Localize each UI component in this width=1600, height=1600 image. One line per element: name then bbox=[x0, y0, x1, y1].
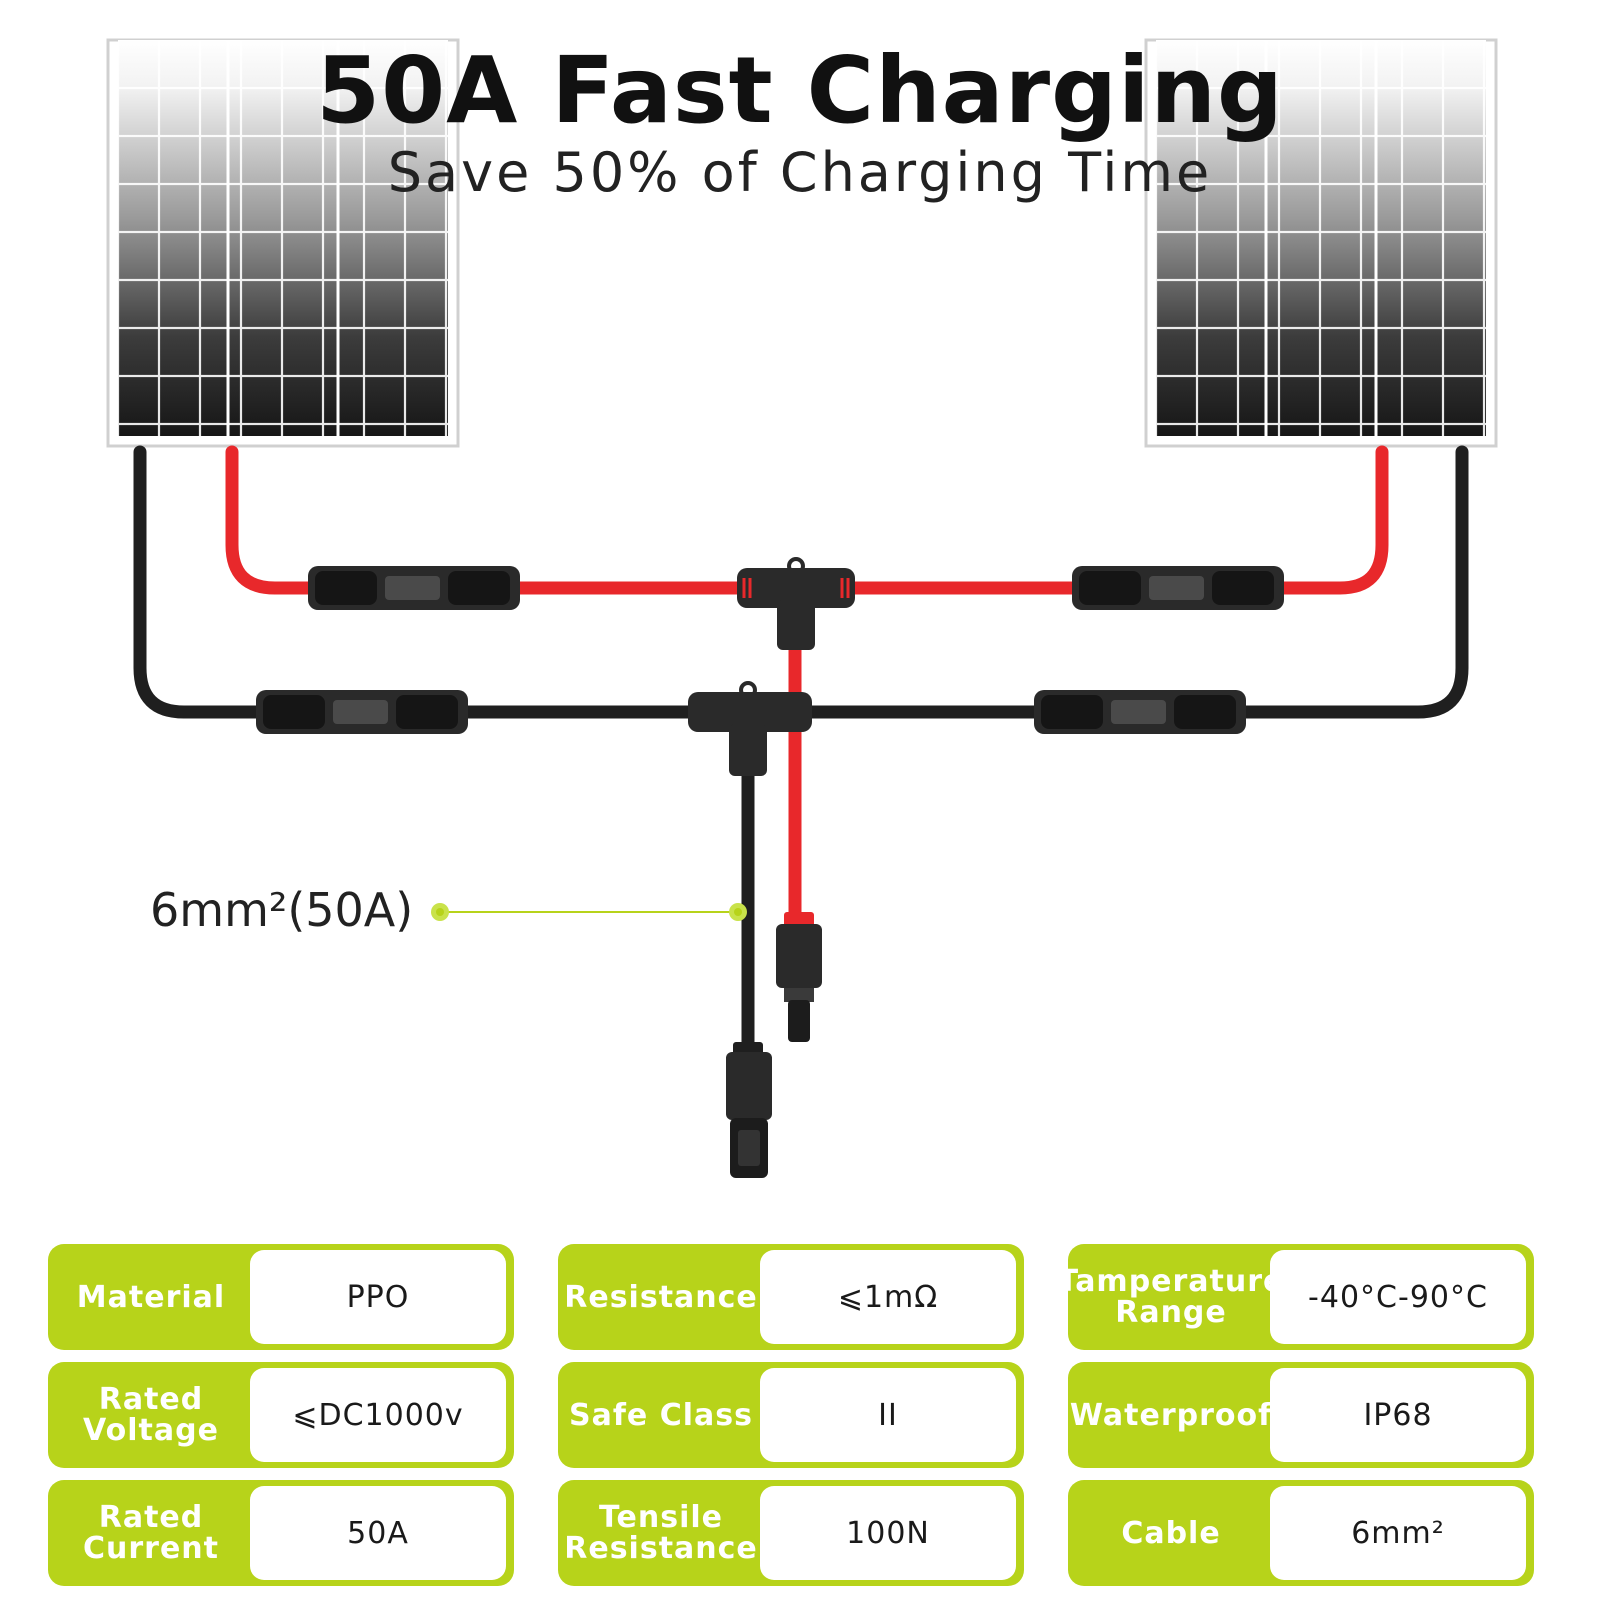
page-subtitle: Save 50% of Charging Time bbox=[387, 141, 1213, 204]
spec-value: 50A bbox=[250, 1486, 506, 1580]
t-junction-negative bbox=[688, 681, 812, 776]
spec-value: -40°C-90°C bbox=[1270, 1250, 1526, 1344]
spec-label: Material bbox=[76, 1279, 226, 1315]
spec-card-resistance: Resistance ⩽1mΩ bbox=[558, 1244, 1024, 1350]
mc4-connector-pos-right bbox=[1072, 566, 1284, 610]
spec-card-temperature: Tamperature Range -40°C-90°C bbox=[1057, 1244, 1534, 1350]
t-junction-positive bbox=[737, 557, 855, 650]
spec-label: Tamperature Range bbox=[1057, 1264, 1285, 1330]
spec-card-waterproof: Waterproof IP68 bbox=[1068, 1362, 1534, 1468]
spec-label: Resistance bbox=[564, 1279, 758, 1315]
spec-grid: Material PPO Resistance ⩽1mΩ Tamperature… bbox=[48, 1244, 1568, 1600]
spec-label: Cable bbox=[1121, 1515, 1221, 1551]
spec-value: ⩽DC1000v bbox=[250, 1368, 506, 1462]
spec-label: Waterproof bbox=[1069, 1397, 1273, 1433]
output-connector-negative bbox=[726, 1042, 772, 1178]
spec-value: 100N bbox=[760, 1486, 1016, 1580]
spec-label: Tensile Resistance bbox=[564, 1500, 758, 1566]
spec-card-rated-voltage: Rated Voltage ⩽DC1000v bbox=[48, 1362, 514, 1468]
mc4-connector-neg-right bbox=[1034, 690, 1246, 734]
mc4-connector-neg-left bbox=[256, 690, 468, 734]
spec-label: Rated Current bbox=[82, 1500, 219, 1566]
spec-label: Rated Voltage bbox=[83, 1382, 219, 1448]
solar-panel-right bbox=[1144, 38, 1498, 448]
spec-card-tensile-resistance: Tensile Resistance 100N bbox=[558, 1480, 1024, 1586]
mc4-connector-pos-left bbox=[308, 566, 520, 610]
cable-size-callout: 6mm²(50A) bbox=[150, 883, 414, 937]
spec-value: PPO bbox=[250, 1250, 506, 1344]
page-title: 50A Fast Charging bbox=[316, 37, 1284, 144]
spec-card-rated-current: Rated Current 50A bbox=[48, 1480, 514, 1586]
spec-value: 6mm² bbox=[1270, 1486, 1526, 1580]
positive-cable bbox=[225, 445, 1389, 922]
spec-value: II bbox=[760, 1368, 1016, 1462]
callout-pointer bbox=[431, 903, 747, 921]
spec-value: ⩽1mΩ bbox=[760, 1250, 1016, 1344]
spec-card-safe-class: Safe Class II bbox=[558, 1362, 1024, 1468]
spec-value: IP68 bbox=[1270, 1368, 1526, 1462]
spec-card-material: Material PPO bbox=[48, 1244, 514, 1350]
output-connector-positive bbox=[776, 912, 822, 1042]
spec-label: Safe Class bbox=[569, 1397, 753, 1433]
solar-panel-left bbox=[106, 38, 460, 448]
spec-card-cable: Cable 6mm² bbox=[1068, 1480, 1534, 1586]
